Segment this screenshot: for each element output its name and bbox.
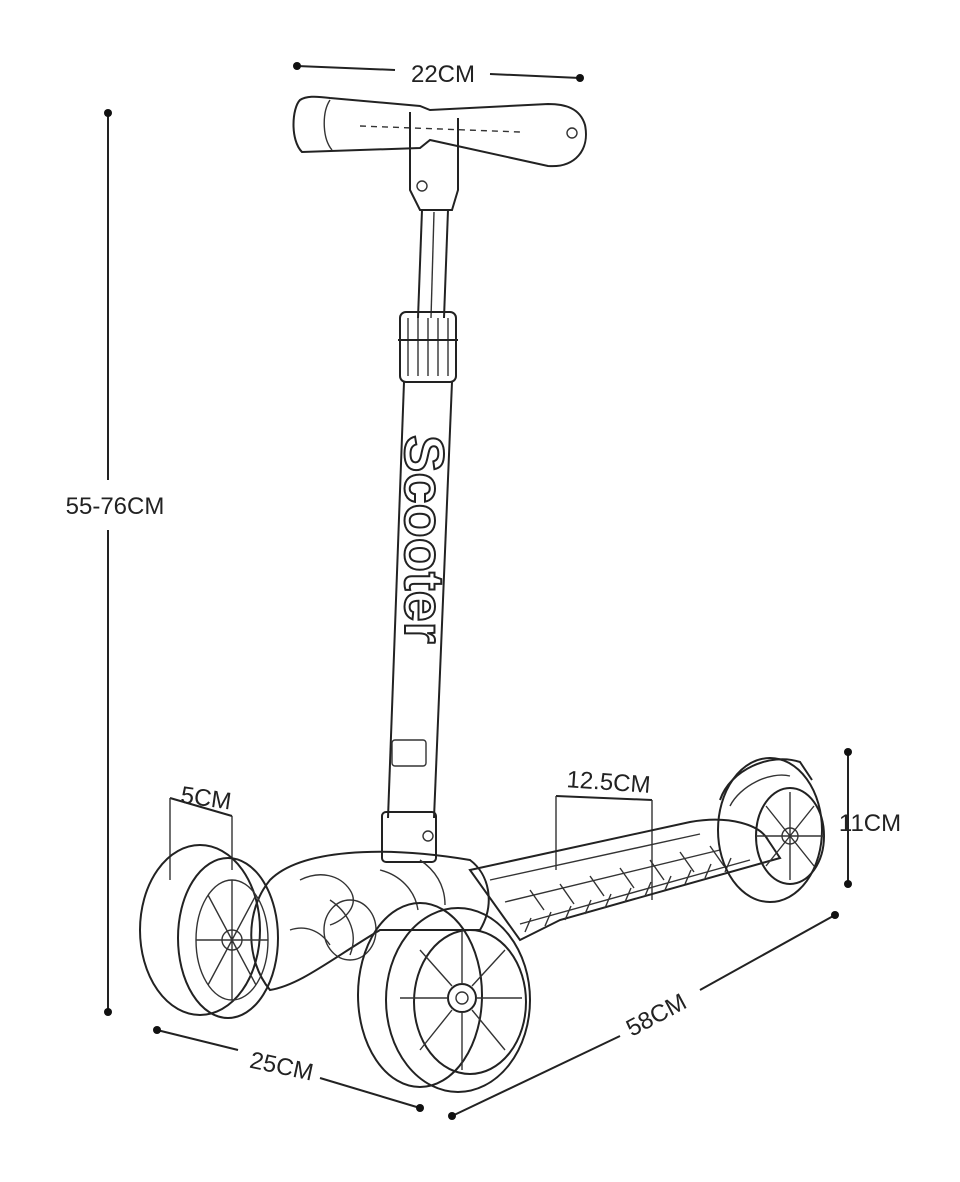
- rear-wheel: [717, 757, 825, 903]
- front-right-wheel: [357, 902, 531, 1093]
- stem-lower: Scooter: [381, 381, 457, 863]
- dim-label-rear-width: 25CM: [247, 1047, 315, 1087]
- front-body: [250, 850, 490, 992]
- dim-label-wheel-width: 5CM: [179, 782, 233, 816]
- dim-deck-width: 12.5CM: [555, 766, 653, 900]
- dim-handle-width: 22CM: [293, 61, 584, 88]
- dim-label-length: 58CM: [622, 988, 691, 1042]
- handlebar: [292, 95, 587, 211]
- dim-wheel-height: 11CM: [839, 748, 901, 888]
- dim-height: 55-76CM: [66, 109, 165, 1016]
- height-clamp: [398, 311, 458, 383]
- dim-length: 58CM: [448, 911, 839, 1120]
- dim-wheel-width: 5CM: [169, 782, 233, 880]
- dim-label-handle-width: 22CM: [411, 61, 475, 88]
- dim-label-height: 55-76CM: [66, 493, 165, 520]
- stem-brand-text: Scooter: [393, 435, 456, 644]
- stem-upper: [417, 209, 449, 319]
- dim-label-wheel-height: 11CM: [839, 810, 901, 837]
- dim-label-deck-width: 12.5CM: [566, 766, 652, 799]
- deck: [468, 818, 782, 942]
- front-left-wheel: [139, 844, 279, 1019]
- scooter-illustration: Scooter: [139, 95, 825, 1093]
